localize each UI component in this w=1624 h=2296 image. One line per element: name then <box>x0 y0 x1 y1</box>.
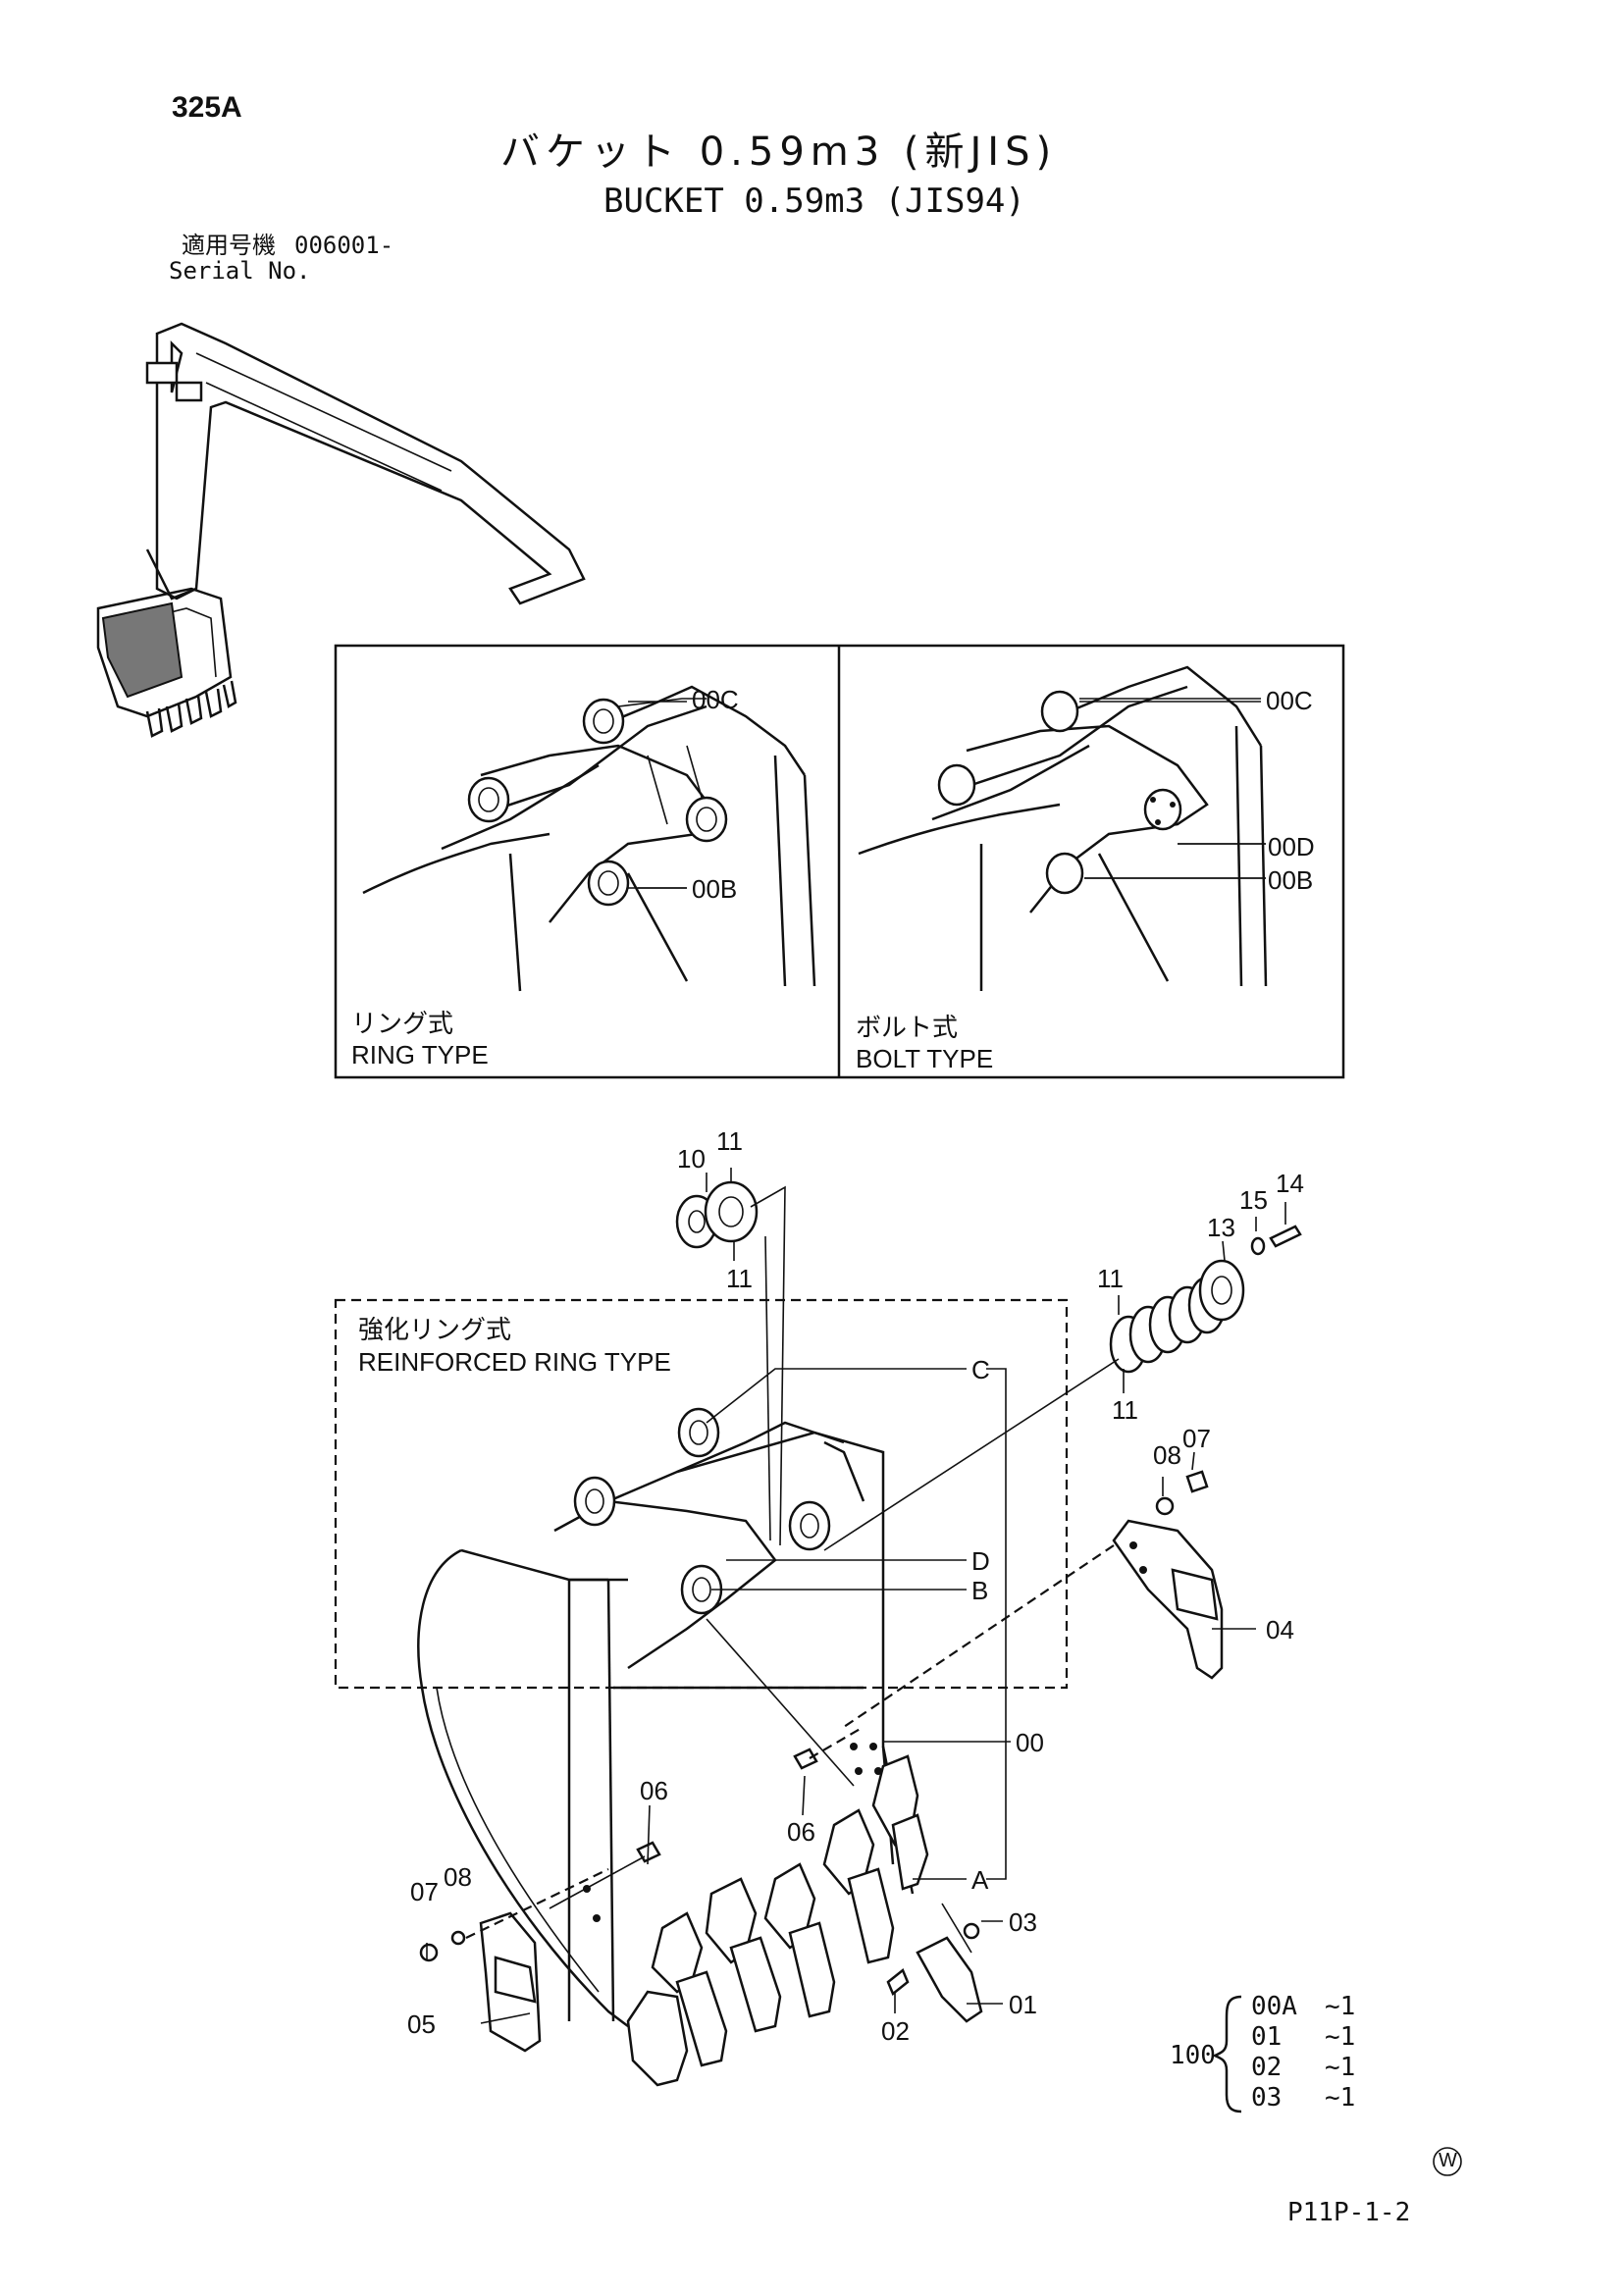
kit-item-qty: ~1 <box>1325 1992 1356 2021</box>
callout-06-upper: 06 <box>640 1776 668 1805</box>
kit-item-part: 02 <box>1251 2053 1283 2082</box>
kit-item-part: 00A <box>1251 1992 1297 2021</box>
callout-11-top: 11 <box>716 1126 743 1156</box>
callout-bolt-00c: 00C <box>1266 686 1313 715</box>
leader-lines <box>426 701 1286 2024</box>
callout-bolt-00b: 00B <box>1268 865 1314 895</box>
callout-10: 10 <box>677 1144 706 1174</box>
side-cutter-right <box>843 1470 1224 1728</box>
callout-03: 03 <box>1009 1907 1037 1937</box>
bolt-type-bracket-drawing <box>858 665 1268 991</box>
ring-type-bracket-drawing <box>362 685 816 992</box>
tooth-tip-assembly <box>886 1903 983 2023</box>
ring-type-label-jp: リング式 <box>351 1009 454 1038</box>
title-english: BUCKET 0.59m3 (JIS94) <box>603 182 1025 221</box>
callout-11-right: 11 <box>1097 1264 1124 1293</box>
callout-08-left: 08 <box>444 1862 472 1892</box>
callout-11-under: 11 <box>726 1264 753 1293</box>
reinforced-label-en: REINFORCED RING TYPE <box>358 1347 671 1377</box>
callout-07-right: 07 <box>1182 1424 1211 1453</box>
kit-brace <box>1211 1995 1242 2113</box>
ring-type-label-en: RING TYPE <box>351 1040 489 1070</box>
reinforced-label-jp: 強化リング式 <box>358 1315 512 1344</box>
main-bucket-drawing <box>417 1407 915 2027</box>
title-japanese: バケット 0.59m3 (新JIS) <box>500 130 1058 175</box>
page-reference: P11P-1-2 <box>1287 2198 1411 2227</box>
callout-13: 13 <box>1207 1213 1235 1242</box>
callout-00: 00 <box>1016 1728 1044 1757</box>
bolts-06 <box>549 1726 864 1909</box>
callout-b: B <box>971 1576 989 1605</box>
side-cutter-left <box>419 1868 609 2053</box>
kit-item-part: 01 <box>1251 2022 1283 2052</box>
w-mark-letter: W <box>1439 2150 1457 2171</box>
bolt-type-label-en: BOLT TYPE <box>856 1044 994 1073</box>
washer-stack-right <box>823 1225 1302 1551</box>
callout-02: 02 <box>881 2016 910 2046</box>
serial-en-label: Serial No. <box>169 257 311 285</box>
callout-a: A <box>971 1865 989 1895</box>
w-mark-circle <box>1433 2147 1462 2176</box>
callout-14: 14 <box>1276 1169 1304 1198</box>
callout-15: 15 <box>1239 1185 1268 1215</box>
callout-08-right: 08 <box>1153 1440 1181 1470</box>
serial-jp-label: 適用号機 <box>182 232 276 259</box>
kit-item-qty: ~1 <box>1325 2083 1356 2113</box>
callout-07-left: 07 <box>410 1877 439 1906</box>
callout-ring-00c: 00C <box>692 685 739 714</box>
bucket-teeth <box>626 1754 929 2087</box>
callout-01: 01 <box>1009 1990 1037 2019</box>
callout-bolt-00d: 00D <box>1268 832 1315 861</box>
washer-stack-upper <box>675 1180 786 1546</box>
bolt-type-label-jp: ボルト式 <box>856 1013 959 1042</box>
kit-item-part: 03 <box>1251 2083 1283 2113</box>
callout-d: D <box>971 1546 990 1576</box>
kit-item-qty: ~1 <box>1325 2022 1356 2052</box>
callout-05: 05 <box>407 2009 436 2039</box>
callout-c: C <box>971 1355 990 1384</box>
kit-item-qty: ~1 <box>1325 2053 1356 2082</box>
callout-04: 04 <box>1266 1615 1294 1644</box>
callout-11-lower: 11 <box>1112 1395 1138 1425</box>
excavator-arm-illustration <box>96 322 586 738</box>
serial-value: 006001- <box>294 232 394 259</box>
callout-06-lower: 06 <box>787 1817 815 1847</box>
callout-ring-00b: 00B <box>692 874 738 904</box>
page-code: 325A <box>172 91 242 124</box>
kit-number: 100 <box>1170 2041 1216 2070</box>
